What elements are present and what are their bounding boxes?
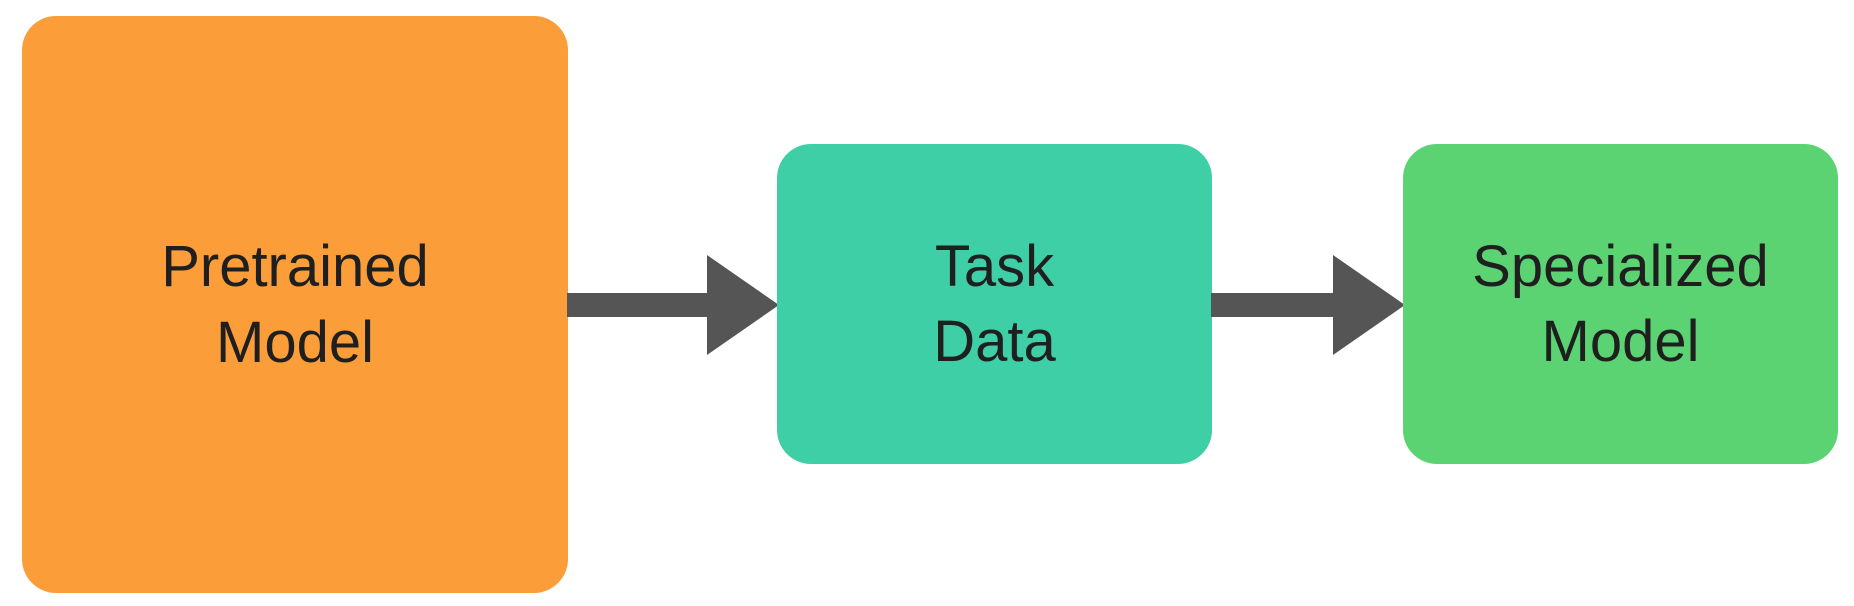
arrow-1-head	[707, 255, 779, 355]
arrow-1-shaft	[567, 293, 709, 317]
arrow-2-head	[1333, 255, 1405, 355]
arrow-pretrained-to-task	[567, 255, 779, 355]
arrow-task-to-specialized	[1211, 255, 1405, 355]
pretrained-model-line2: Model	[216, 309, 374, 375]
pretrained-model-label: Pretrained Model	[161, 229, 429, 380]
specialized-model-label: Specialized Model	[1472, 229, 1769, 380]
task-data-line2: Data	[933, 309, 1056, 374]
pretrained-model-line1: Pretrained	[161, 234, 429, 300]
specialized-model-box: Specialized Model	[1403, 144, 1838, 464]
task-data-line1: Task	[934, 233, 1055, 299]
pretrained-model-box: Pretrained Model	[22, 16, 568, 593]
specialized-model-line2: Model	[1541, 309, 1700, 374]
task-data-label: Task Data	[933, 229, 1056, 380]
arrow-2-shaft	[1211, 293, 1335, 317]
specialized-model-line1: Specialized	[1472, 233, 1769, 299]
task-data-box: Task Data	[777, 144, 1212, 464]
